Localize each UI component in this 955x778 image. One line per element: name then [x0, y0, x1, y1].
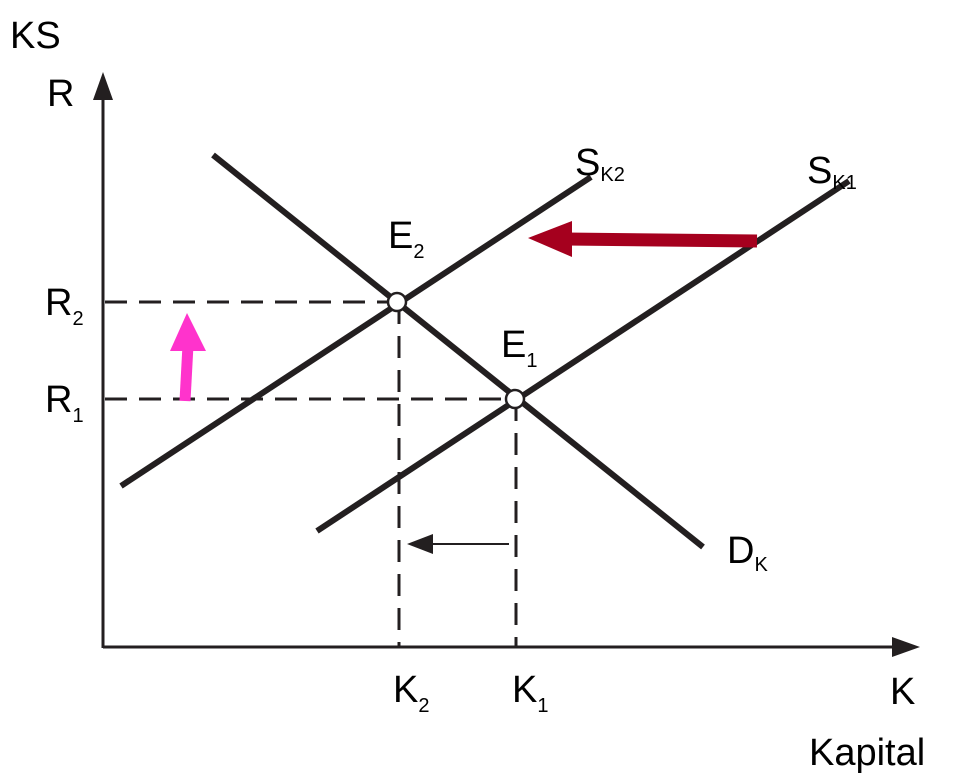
capital-k2-label: K2	[393, 669, 429, 717]
equilibrium-point-e1	[504, 388, 526, 410]
supply-shift-arrow-shaft	[564, 232, 758, 248]
y-axis-label: R	[47, 73, 74, 115]
rate-rise-arrowhead	[170, 313, 206, 351]
x-axis-label: K	[890, 671, 915, 713]
equilibrium-e2-label: E2	[388, 215, 424, 263]
supply-curve-k2	[119, 174, 593, 489]
x-axis-caption: Kapital	[809, 732, 925, 774]
arrow-up-icon	[170, 313, 206, 402]
supply-curve-k1-label: SK1	[807, 150, 857, 194]
curves	[119, 152, 851, 550]
y-axis-top-label: KS	[10, 15, 61, 57]
arrow-left-icon	[407, 534, 509, 554]
demand-curve	[211, 152, 705, 550]
equilibrium-point-e2	[386, 291, 408, 313]
supply-shift-arrowhead	[528, 221, 572, 257]
capital-k1-label: K1	[512, 669, 548, 717]
rate-r2-label: R2	[45, 282, 84, 330]
supply-curve-k1	[315, 178, 851, 534]
arrow-left-icon	[528, 221, 758, 257]
guide-lines	[105, 300, 518, 647]
capital-decrease-arrowhead	[407, 534, 433, 554]
axes	[93, 72, 920, 657]
equilibrium-e1-label: E1	[501, 324, 537, 372]
supply-curve-k2-label: SK2	[575, 142, 625, 186]
x-axis-arrowhead	[892, 637, 920, 657]
y-axis-arrowhead	[93, 72, 113, 100]
demand-curve-label: DK	[727, 530, 768, 576]
rate-rise-arrow-shaft	[179, 344, 194, 402]
rate-r1-label: R1	[45, 379, 84, 427]
